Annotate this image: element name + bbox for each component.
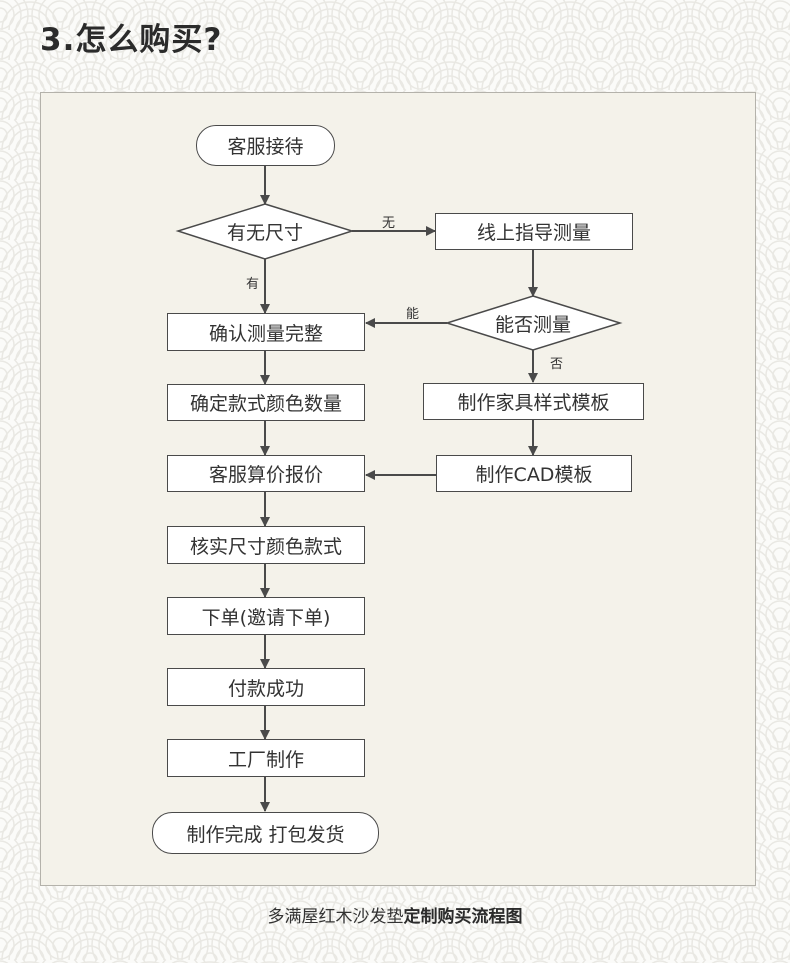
caption-normal: 多满屋红木沙发垫 [267,907,404,927]
online-measure-node: 线上指导测量 [435,213,633,250]
finish-node: 制作完成 打包发货 [152,812,379,854]
decision-measure-label: 能否测量 [494,313,571,336]
furniture-template-node: 制作家具样式模板 [423,383,644,420]
payment-node: 付款成功 [167,668,365,706]
edge-label-yes: 有 [246,277,260,292]
caption-bold: 定制购买流程图 [403,907,523,927]
factory-node: 工厂制作 [167,739,365,777]
flowchart-panel [40,92,756,886]
confirm-measure-node: 确认测量完整 [167,313,365,351]
edge-label-no: 无 [382,216,396,231]
edge-label-can: 能 [406,307,420,322]
start-node: 客服接待 [196,125,335,166]
cad-template-node: 制作CAD模板 [436,455,632,492]
confirm-style-node: 确定款式颜色数量 [167,384,365,421]
verify-node: 核实尺寸颜色款式 [167,526,365,564]
figure-caption: 多满屋红木沙发垫定制购买流程图 [0,902,790,927]
decision-diamond-size [175,203,355,260]
quote-node: 客服算价报价 [167,455,365,492]
order-node: 下单(邀请下单) [167,597,365,635]
edge-label-cannot: 否 [550,357,564,372]
decision-diamond-measure [444,295,623,351]
decision-size-label: 有无尺寸 [226,221,303,244]
page-title: 3.怎么购买? [40,22,223,58]
